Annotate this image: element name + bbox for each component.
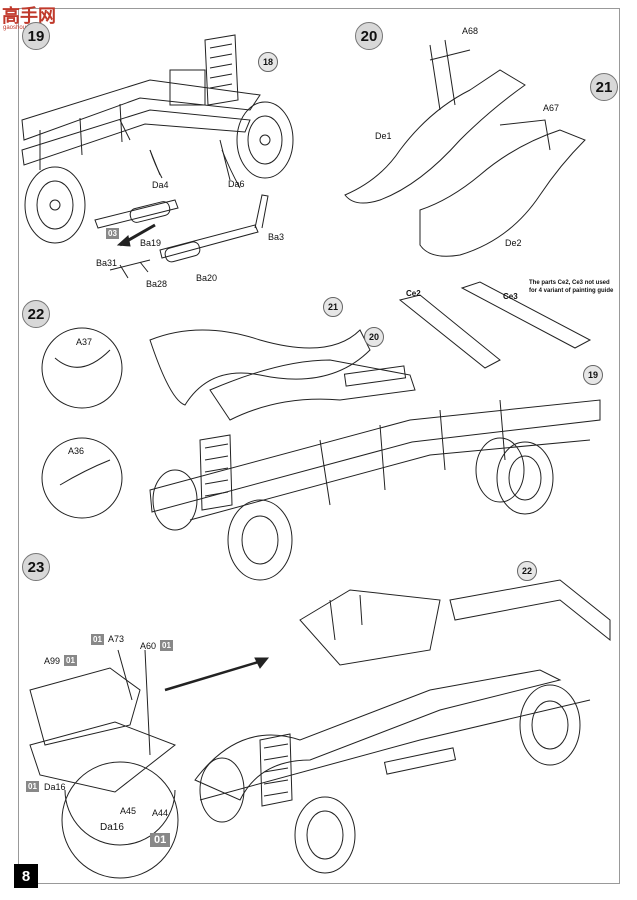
step-number-21: 21 xyxy=(590,73,618,101)
part-label-a67: A67 xyxy=(543,103,560,113)
part-label-ce2: Ce2 xyxy=(406,289,421,298)
part-label-da16-inset: Da16 xyxy=(100,822,124,833)
part-label-ba19: Ba19 xyxy=(140,238,162,248)
part-label-da4: Da4 xyxy=(152,180,169,190)
part-label-a37: A37 xyxy=(76,337,93,347)
step-number-19: 19 xyxy=(22,22,50,50)
color-code-box-01-a73: 01 xyxy=(91,634,104,645)
step-20-21-drawing xyxy=(344,39,586,257)
part-label-a68: A68 xyxy=(462,26,479,36)
part-label-da6: Da6 xyxy=(228,179,245,189)
step-number-23: 23 xyxy=(22,553,50,581)
part-label-a44: A44 xyxy=(152,808,169,818)
part-label-a36: A36 xyxy=(68,446,85,456)
part-label-da16: Da16 xyxy=(44,782,66,792)
page-number: 8 xyxy=(14,864,38,888)
step-number-20: 20 xyxy=(355,22,383,50)
ref-circle-21: 21 xyxy=(323,297,343,317)
step-19-drawing xyxy=(21,34,294,279)
part-label-a45: A45 xyxy=(120,806,137,816)
watermark-logo: 高手网 xyxy=(2,6,56,27)
part-label-de2: De2 xyxy=(505,238,522,248)
ref-circle-18: 18 xyxy=(258,52,278,72)
part-label-ba3: Ba3 xyxy=(268,232,285,242)
color-code-box-03: 03 xyxy=(106,228,119,239)
note-unused-parts: The parts Ce2, Ce3 not used for 4 varian… xyxy=(529,280,614,294)
part-label-ba31: Ba31 xyxy=(96,258,118,268)
ref-circle-19: 19 xyxy=(583,365,603,385)
page-border xyxy=(18,8,620,884)
part-label-ba28: Ba28 xyxy=(146,279,168,289)
part-label-a99: A99 xyxy=(44,656,61,666)
ref-circle-20: 20 xyxy=(364,327,384,347)
step-23-drawing xyxy=(29,579,611,879)
step-number-22: 22 xyxy=(22,300,50,328)
color-code-box-01-da16: 01 xyxy=(26,781,39,792)
part-label-ce3: Ce3 xyxy=(503,292,518,301)
part-label-a60: A60 xyxy=(140,641,157,651)
part-label-a73: A73 xyxy=(108,634,125,644)
ref-circle-22: 22 xyxy=(517,561,537,581)
part-label-de1: De1 xyxy=(375,131,392,141)
part-label-ba20: Ba20 xyxy=(196,273,218,283)
color-code-box-01-a99: 01 xyxy=(64,655,77,666)
color-code-box-01-a60: 01 xyxy=(160,640,173,651)
watermark-url: gaoshou.com xyxy=(3,25,40,31)
color-code-box-01-inset: 01 xyxy=(150,833,171,847)
step-22-drawing xyxy=(41,281,601,581)
